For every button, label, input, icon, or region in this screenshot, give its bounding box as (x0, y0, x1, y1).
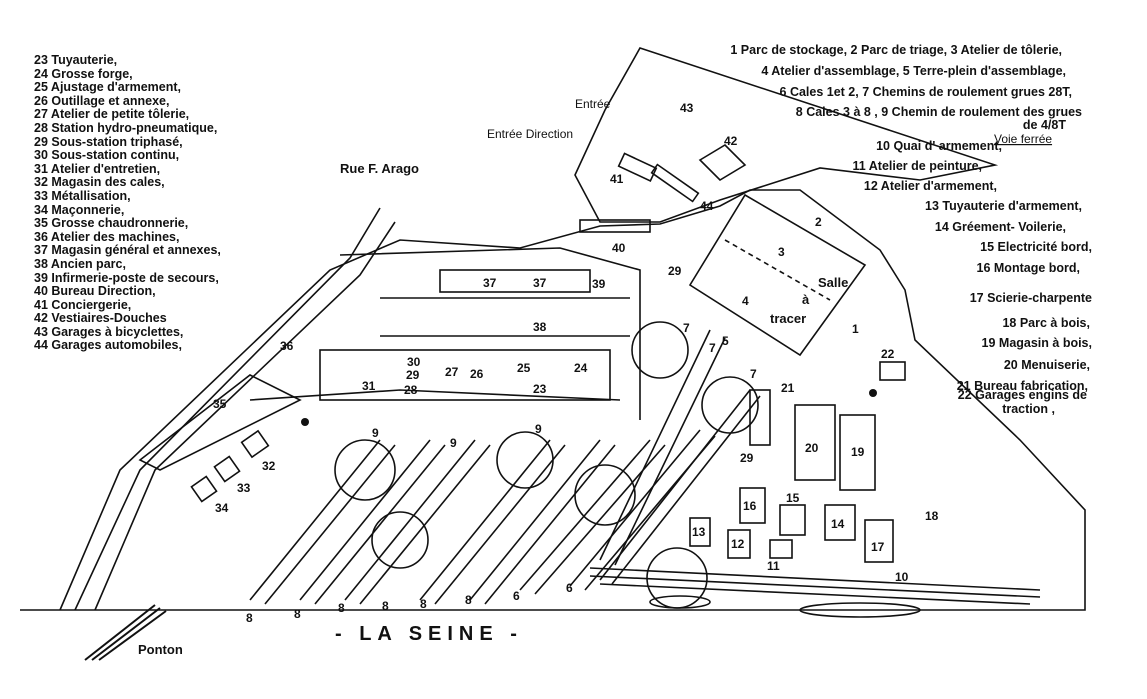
map-num-6: 6 (513, 589, 520, 603)
map-num-9c: 9 (535, 422, 542, 436)
map-num-24: 24 (574, 361, 588, 375)
map-num-27: 27 (445, 365, 459, 379)
map-num-18: 18 (925, 509, 939, 523)
la-seine-label: - LA SEINE - (335, 623, 523, 645)
map-num-35: 35 (213, 397, 227, 411)
map-num-29: 29 (406, 368, 420, 382)
map-num-37: 37 (483, 276, 497, 290)
legend-left-item: 26 Outillage et annexe, (34, 93, 170, 108)
legend-left-item: 38 Ancien parc, (34, 256, 126, 271)
map-num-26: 26 (470, 367, 484, 381)
voie-ferree-label: Voie ferrée (994, 132, 1052, 146)
map-num-39: 39 (592, 277, 606, 291)
map-num-31: 31 (362, 379, 376, 393)
map-num-37b: 37 (533, 276, 547, 290)
entree-direction-label: Entrée Direction (487, 127, 573, 141)
legend-left-item: 40 Bureau Direction, (34, 284, 156, 299)
map-num-14: 14 (831, 517, 845, 531)
legend-left: 23 Tuyauterie,24 Grosse forge,25 Ajustag… (34, 53, 221, 353)
legend-left-item: 24 Grosse forge, (34, 66, 133, 81)
map-num-8e: 8 (420, 597, 427, 611)
legend-left-item: 23 Tuyauterie, (34, 53, 118, 67)
legend-left-item: 42 Vestiaires-Douches (34, 311, 167, 326)
map-num-2: 2 (815, 215, 822, 229)
map-num-7c: 7 (750, 367, 757, 381)
map-num-9b: 9 (450, 436, 457, 450)
map-num-16: 16 (743, 499, 757, 513)
entrance-wedge (574, 47, 999, 223)
map-num-17: 17 (871, 540, 885, 554)
map-num-30: 30 (407, 355, 421, 369)
legend-left-item: 33 Métallisation, (34, 188, 131, 203)
legend-left-item: 32 Magasin des cales, (34, 175, 165, 190)
map-num-15: 15 (786, 491, 800, 505)
map-num-38: 38 (533, 320, 547, 334)
map-num-6b: 6 (566, 581, 573, 595)
legend-left-item: 34 Maçonnerie, (34, 202, 125, 217)
map-num-41: 41 (610, 172, 624, 186)
map-num-8d: 8 (382, 599, 389, 613)
rue-arago-label: Rue F. Arago (340, 161, 419, 176)
legend-left-item: 35 Grosse chaudronnerie, (34, 216, 189, 231)
map-num-33: 33 (237, 481, 251, 495)
map-num-40: 40 (612, 241, 626, 255)
legend-left-item: 37 Magasin général et annexes, (34, 243, 221, 258)
map-num-36: 36 (280, 339, 294, 353)
map-num-29b: 29 (740, 451, 754, 465)
map-num-8b: 8 (294, 607, 301, 621)
map-num-21: 21 (781, 381, 795, 395)
map-num-4: 4 (742, 294, 749, 308)
a-label: à (802, 292, 810, 307)
map-num-43: 43 (680, 101, 694, 115)
map-num-8: 8 (246, 611, 253, 625)
map-num-12: 12 (731, 537, 745, 551)
map-num-9: 9 (372, 426, 379, 440)
tracer-label: tracer (770, 311, 806, 326)
legend-left-item: 44 Garages automobiles, (34, 338, 182, 353)
legend-left-item: 36 Atelier des machines, (34, 229, 180, 244)
map-num-5: 5 (722, 334, 729, 348)
map-num-8f: 8 (465, 593, 472, 607)
map-num-34: 34 (215, 501, 229, 515)
map-num-7b: 7 (709, 341, 716, 355)
legend-left-item: 39 Infirmerie-poste de secours, (34, 270, 219, 285)
map-num-44: 44 (700, 199, 714, 213)
map-num-8c: 8 (338, 601, 345, 615)
map-num-29c: 29 (668, 264, 682, 278)
map-num-1: 1 (852, 322, 859, 336)
map-num-20: 20 (805, 441, 819, 455)
legend-left-item: 25 Ajustage d'armement, (34, 80, 182, 95)
map-num-32: 32 (262, 459, 276, 473)
map-num-42: 42 (724, 134, 738, 148)
legend-left-item: 41 Conciergerie, (34, 297, 132, 312)
map-num-3: 3 (778, 245, 785, 259)
legend-left-item: 28 Station hydro-pneumatique, (34, 120, 218, 135)
legend-left-item: 29 Sous-station triphasé, (34, 134, 183, 149)
map-num-13: 13 (692, 525, 706, 539)
legend-left-item: 27 Atelier de petite tôlerie, (34, 107, 190, 122)
map-num-22: 22 (881, 347, 895, 361)
legend-left-item: 30 Sous-station continu, (34, 148, 180, 163)
map-num-28: 28 (404, 383, 418, 397)
rue-arago-road (74, 207, 381, 611)
map-num-10: 10 (895, 570, 909, 584)
entree-label: Entrée (575, 97, 611, 111)
salle-label: Salle (818, 275, 848, 290)
legend-left-item: 31 Atelier d'entretien, (34, 161, 161, 176)
map-num-23: 23 (533, 382, 547, 396)
ponton-label: Ponton (138, 642, 183, 657)
map-num-11: 11 (767, 559, 780, 573)
map-num-19: 19 (851, 445, 865, 459)
legend-left-item: 43 Garages à bicyclettes, (34, 324, 184, 339)
map-num-7: 7 (683, 321, 690, 335)
hall-3-4 (688, 193, 867, 357)
map-num-25: 25 (517, 361, 531, 375)
